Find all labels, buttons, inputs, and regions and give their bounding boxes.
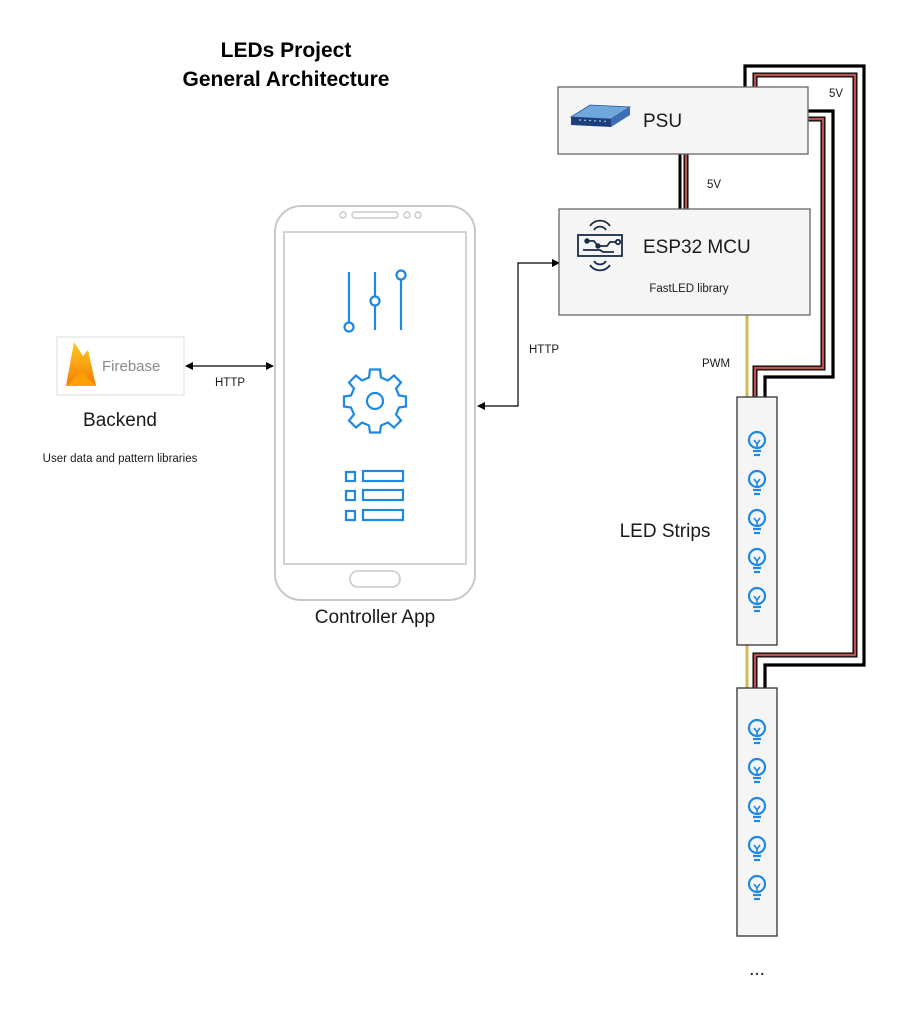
phone-home-button (349, 570, 401, 588)
wire-black-inner (763, 109, 835, 397)
label-5v-psu-strips: 5V (829, 88, 843, 100)
phone-camera (339, 211, 347, 219)
controller-label: Controller App (315, 607, 435, 628)
phone-sensor-2 (414, 211, 422, 219)
led-strip-1[interactable] (736, 396, 778, 646)
mcu-node[interactable]: ESP32 MCU FastLED library (558, 208, 811, 316)
list-icon (344, 469, 405, 522)
gear-icon (342, 368, 408, 434)
led-strip-2[interactable] (736, 687, 778, 937)
label-http-mcu: HTTP (529, 344, 559, 356)
firebase-logo-text: Firebase (102, 358, 160, 375)
backend-label: Backend (83, 410, 157, 431)
psu-label: PSU (643, 111, 682, 132)
led-strips-continuation: ... (749, 959, 765, 980)
led-strips-label: LED Strips (620, 521, 711, 542)
backend-node[interactable]: Firebase (56, 336, 185, 396)
sliders-icon (343, 269, 407, 333)
mcu-box (558, 208, 811, 316)
label-5v-psu-mcu: 5V (707, 179, 721, 191)
backend-description: User data and pattern libraries (43, 453, 198, 465)
label-pwm: PWM (702, 358, 730, 370)
phone-sensor (403, 211, 411, 219)
psu-node[interactable]: PSU (557, 86, 809, 155)
power-wiring (678, 64, 866, 688)
phone-speaker (351, 211, 399, 219)
mcu-label: ESP32 MCU (643, 237, 751, 258)
mcu-sublabel: FastLED library (649, 283, 728, 295)
controller-phone[interactable] (274, 205, 476, 601)
network-switch-icon (569, 104, 632, 127)
diagram-title-line1: LEDs Project (221, 39, 352, 62)
wire-black-outer (743, 64, 866, 688)
diagram-title-line2: General Architecture (183, 68, 390, 91)
microcontroller-icon (577, 219, 623, 272)
firebase-flame-icon (66, 342, 96, 386)
arrow-controller-mcu (477, 259, 560, 410)
label-http-backend: HTTP (215, 377, 245, 389)
